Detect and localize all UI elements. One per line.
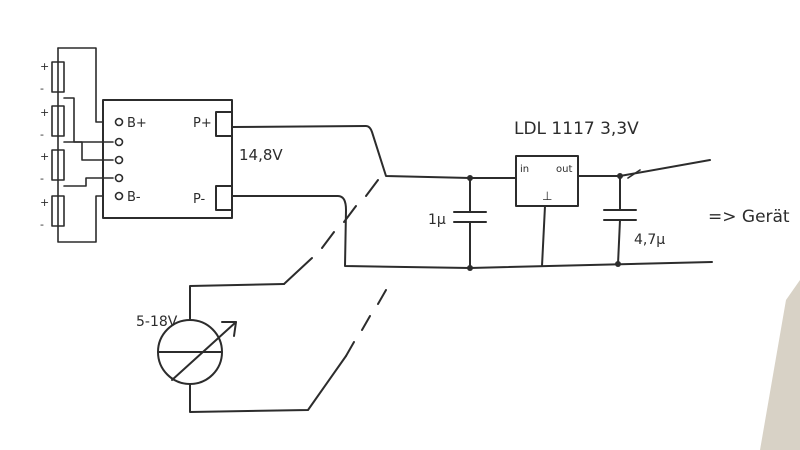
ground-rail	[231, 195, 713, 269]
cell-sign: +	[40, 106, 49, 119]
cell-sign: +	[40, 60, 49, 73]
bms-voltage-label: 14,8V	[239, 146, 283, 164]
charger-negative-link	[345, 289, 387, 357]
pin-p-plus-label: P+	[193, 116, 212, 131]
battery-cell-2	[51, 105, 65, 137]
battery-cell-4	[51, 195, 65, 227]
charger-voltage-label: 5-18V	[136, 314, 178, 330]
output-tick	[627, 169, 641, 179]
cell-sign: -	[40, 82, 44, 95]
device-output-label: => Gerät	[708, 207, 790, 227]
balance-pin	[114, 155, 124, 165]
output-capacitor-label: 4,7µ	[634, 232, 665, 248]
charger-positive-link	[283, 179, 379, 285]
pin-b-minus	[114, 191, 124, 201]
pin-b-plus-label: B+	[127, 116, 147, 131]
input-capacitor: 1µ	[428, 177, 487, 269]
pin-p-minus-label: P-	[193, 192, 206, 207]
battery-cell-3	[51, 149, 65, 181]
balance-pin	[114, 137, 124, 147]
regulator-pin-in: in	[520, 164, 529, 175]
cell-sign: -	[40, 218, 44, 231]
balance-pin	[114, 173, 124, 183]
pin-b-minus-label: B-	[127, 190, 141, 205]
regulator-label: LDL 1117 3,3V	[514, 119, 639, 139]
bms-board: B+ B- P+ P- 14,8V	[102, 99, 283, 219]
regulator: in out ⊥ LDL 1117 3,3V	[514, 119, 639, 267]
cell-sign: +	[40, 196, 49, 209]
charger-bottom-wire	[189, 355, 347, 413]
cell-sign: -	[40, 172, 44, 185]
battery-cell-1	[51, 61, 65, 93]
regulator-ground-wire	[541, 205, 546, 267]
wiring	[189, 125, 713, 413]
adjustable-voltage-source: 5-18V	[136, 314, 237, 385]
output-capacitor: 4,7µ	[603, 175, 665, 265]
positive-rail	[231, 125, 471, 179]
cell-sign: -	[40, 128, 44, 141]
regulator-pin-gnd: ⊥	[542, 189, 552, 203]
regulator-pin-out: out	[556, 164, 572, 175]
pin-b-plus	[114, 117, 124, 127]
paper-edge-shadow	[760, 280, 800, 450]
input-capacitor-label: 1µ	[428, 212, 446, 228]
cell-sign: +	[40, 150, 49, 163]
battery-pack: + - + - + - + -	[40, 47, 114, 243]
charger-top-wire	[189, 283, 285, 321]
